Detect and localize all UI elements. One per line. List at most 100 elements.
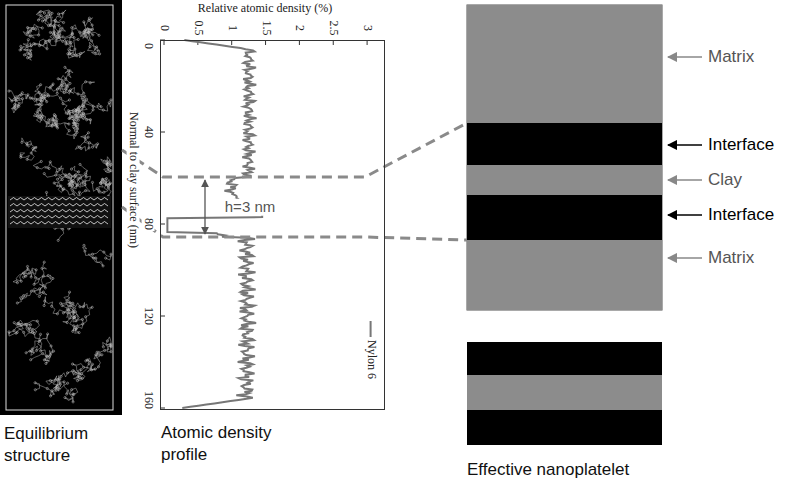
atom (27, 49, 29, 51)
atom (72, 393, 74, 395)
atom (41, 20, 43, 22)
atom (102, 265, 104, 267)
atom (18, 103, 20, 105)
atom (55, 40, 57, 42)
atom (84, 180, 86, 182)
atom (46, 101, 48, 103)
atom (85, 316, 87, 318)
atom (110, 346, 112, 348)
atom (34, 382, 36, 384)
atom (42, 291, 44, 293)
atom (48, 122, 50, 124)
leader-arrow (668, 179, 702, 181)
atom (38, 288, 40, 290)
atom (27, 39, 29, 41)
atom (65, 175, 67, 177)
atom (110, 351, 112, 353)
tick-label: 0.5 (191, 20, 204, 37)
polymer-chains (8, 10, 112, 403)
atom (23, 331, 25, 333)
axis-title: Relative atomic density (%) (197, 2, 333, 15)
atom (49, 161, 51, 163)
atom (61, 27, 63, 29)
atom (41, 104, 43, 106)
atom (41, 96, 43, 98)
atom (61, 304, 63, 306)
atom (71, 189, 73, 191)
tick-label: 120 (141, 306, 154, 326)
atom (52, 33, 54, 35)
atom (29, 97, 31, 99)
atom (28, 327, 30, 329)
atom (83, 366, 85, 368)
atom (88, 17, 90, 19)
atom (50, 24, 52, 26)
atom (97, 143, 99, 145)
atom (78, 191, 80, 193)
atom (39, 339, 41, 341)
atom (80, 52, 82, 54)
atom (63, 91, 65, 93)
atom (21, 141, 23, 143)
atom (106, 160, 108, 162)
atom (69, 302, 71, 304)
atom (27, 53, 29, 55)
atom (26, 33, 28, 35)
chain (56, 382, 78, 402)
atom (63, 188, 65, 190)
atom (90, 40, 92, 42)
atom (26, 144, 28, 146)
atom (45, 42, 47, 44)
atom (69, 112, 71, 114)
atom (67, 53, 69, 55)
atom (92, 109, 94, 111)
atom (30, 30, 32, 32)
atom (92, 257, 94, 259)
atom (92, 105, 94, 107)
atom (36, 320, 38, 322)
layer-label: Clay (708, 170, 742, 190)
tick-label: 1.5 (259, 20, 272, 37)
dimension-label: h=3 nm (224, 199, 276, 216)
snapshot-panel: Equilibrium structure (0, 0, 122, 415)
atom (55, 174, 57, 176)
atom (53, 26, 55, 28)
atom (57, 78, 59, 80)
atom (91, 146, 93, 148)
atom (76, 128, 78, 130)
atom (110, 163, 112, 165)
atom (51, 12, 53, 14)
atom (67, 382, 69, 384)
atom (20, 280, 22, 282)
legend-line (370, 321, 372, 337)
atom (45, 362, 47, 364)
atom (34, 277, 36, 279)
atom (77, 119, 79, 121)
atom (49, 87, 51, 89)
atom (44, 287, 46, 289)
atom (88, 147, 90, 149)
atom (36, 111, 38, 113)
atom (66, 300, 68, 302)
atom (106, 163, 108, 165)
tick-label: 2.5 (327, 20, 340, 37)
atom (105, 183, 107, 185)
atom (20, 94, 22, 96)
atom (47, 25, 49, 27)
atom (100, 182, 102, 184)
panel-caption: Equilibrium structure (4, 423, 122, 467)
atom (70, 89, 72, 91)
atom (56, 171, 58, 173)
atom (56, 88, 58, 90)
atom (15, 108, 17, 110)
atom (98, 34, 100, 36)
atom (82, 104, 84, 106)
atom (36, 167, 38, 169)
atom (40, 113, 42, 115)
atom (64, 66, 66, 68)
atom (16, 282, 18, 284)
tick-label: 1 (225, 24, 238, 32)
atom (71, 363, 73, 365)
chain (33, 161, 65, 178)
atom (41, 100, 43, 102)
